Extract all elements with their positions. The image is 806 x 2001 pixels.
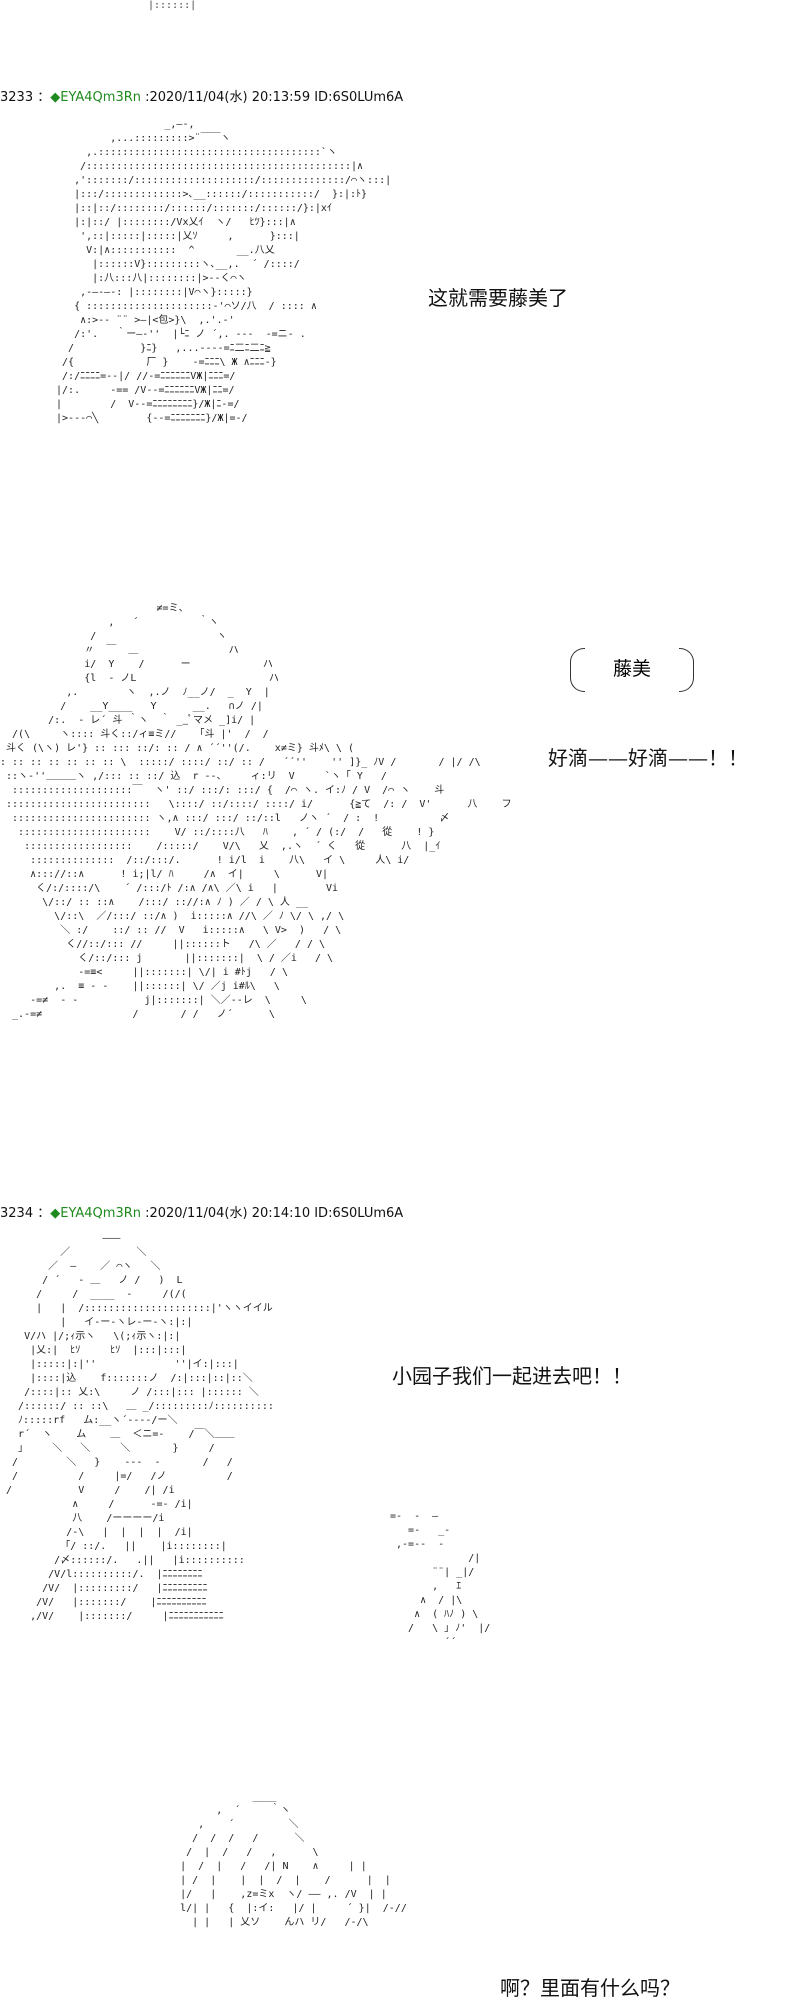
ascii-art-gesture: =- ‐ ― =- _‐ ,‐=-‐ ‐ /| ¨¨| _|/ , ｴ ∧ / … [390,1511,491,1648]
trip-diamond-icon: ◆ [50,90,61,105]
speaker-name: 藤美 [612,658,651,680]
post-header: 3233 ：◆EYA4Qm3Rn :2020/11/04(水) 20:13:59… [0,86,403,105]
ascii-art-character-4: ____ , ´ ｀ヽ , ´ ＼ / / / / ＼ / | / / , \ … [180,1791,407,1928]
bracket-left-icon [570,648,585,692]
tripcode: EYA4Qm3Rn [60,90,141,105]
bracket-right-icon [679,648,694,692]
speaker-name-box: 藤美 [570,648,694,692]
tripcode: EYA4Qm3Rn [60,1206,141,1221]
post-number: 3233 [0,90,34,105]
dialogue-line: 啊？里面有什么吗？ [500,1976,680,2000]
dialogue-line: 好滴——好滴——！！ [548,746,748,770]
post-meta: :2020/11/04(水) 20:14:10 ID:6S0LUm6A [140,1206,404,1221]
post-header: 3234 ：◆EYA4Qm3Rn :2020/11/04(水) 20:14:10… [0,1202,403,1221]
post-number: 3234 [0,1206,34,1221]
art-fragment-top: |::::::| [148,0,197,11]
post-separator: ： [33,90,51,105]
post-separator: ： [33,1206,51,1221]
dialogue-line: 小园子我们一起进去吧！！ [392,1364,632,1388]
trip-diamond-icon: ◆ [50,1206,61,1221]
dialogue-line: 这就需要藤美了 [428,286,568,310]
post-meta: :2020/11/04(水) 20:13:59 ID:6S0LUm6A [140,90,404,105]
ascii-art-character-2: ≠=ミ、 , ´ ｀ヽ / ヽ 〃 ￣ ＿ ハ i/ Y / ー ハ {l ‐ … [0,603,512,1020]
ascii-art-character-3: ――― ／ ＼ ／ ― ／ ⌒ヽ ＼ / ´ ‐ ＿ ノ / ) L / / _… [6,1233,274,1622]
ascii-art-character-1: _,―-, ,...:::::::::>¨￣￣ヽ ,.:::::::::::::… [56,119,392,424]
